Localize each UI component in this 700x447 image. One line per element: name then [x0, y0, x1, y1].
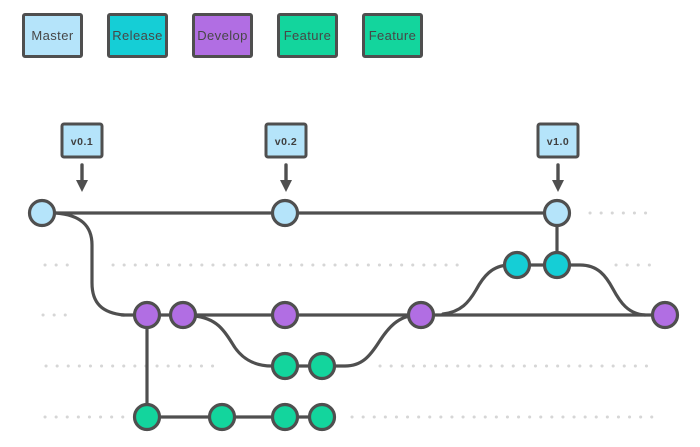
commit-node-feature2	[132, 402, 162, 432]
commit-node-develop	[132, 300, 162, 330]
legend-label: Master	[31, 28, 74, 43]
tag-label: v0.2	[275, 136, 297, 148]
legend-label: Release	[112, 28, 163, 43]
commit-node-feature2	[307, 402, 337, 432]
legend-item-release: Release	[107, 13, 168, 58]
commit-node-feature1	[307, 351, 337, 381]
tag-arrow-down-icon	[552, 180, 564, 192]
tag-box-v1.0	[536, 122, 580, 159]
commit-node-master	[542, 198, 572, 228]
legend-item-master: Master	[22, 13, 83, 58]
commit-node-develop	[406, 300, 436, 330]
commit-node-release	[502, 250, 532, 280]
release-hump	[441, 263, 647, 317]
commit-node-release	[542, 250, 572, 280]
legend-label: Develop	[197, 28, 248, 43]
commit-node-feature2	[270, 402, 300, 432]
tag-label: v0.1	[71, 136, 93, 148]
commit-node-feature1	[270, 351, 300, 381]
commit-node-feature2	[207, 402, 237, 432]
feature1-loop	[192, 313, 418, 368]
legend-item-feature-1: Feature	[277, 13, 338, 58]
tag-box-v0.1	[60, 122, 104, 159]
tag-arrow-down-icon	[76, 180, 88, 192]
tag-arrow-down-icon	[280, 180, 292, 192]
tag-box-v0.2	[264, 122, 308, 159]
commit-node-develop	[168, 300, 198, 330]
commit-node-develop	[270, 300, 300, 330]
commit-node-master	[270, 198, 300, 228]
master-to-develop-branch	[54, 211, 126, 317]
tag-label: v1.0	[547, 136, 569, 148]
commit-node-master	[27, 198, 57, 228]
legend-item-develop: Develop	[192, 13, 253, 58]
legend-label: Feature	[283, 28, 332, 43]
commit-node-develop	[650, 300, 680, 330]
branch-legend: Master Release Develop Feature Feature	[22, 13, 423, 58]
legend-item-feature-2: Feature	[362, 13, 423, 58]
legend-label: Feature	[368, 28, 417, 43]
